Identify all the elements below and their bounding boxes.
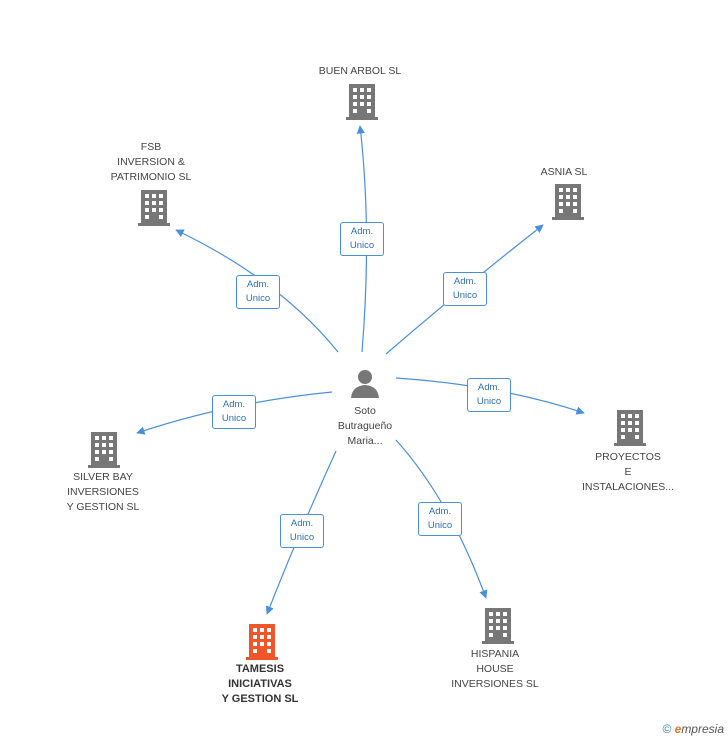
company-node-asnia[interactable]: [552, 184, 584, 225]
building-icon: [552, 184, 584, 220]
building-icon: [346, 84, 378, 120]
building-icon: [614, 410, 646, 446]
brand-credit: © empresia: [662, 722, 724, 736]
company-name-fsb[interactable]: FSB INVERSION & PATRIMONIO SL: [110, 141, 192, 183]
relation-badge-tamesis[interactable]: Adm. Unico: [280, 514, 324, 548]
company-node-tamesis[interactable]: [246, 624, 278, 665]
company-node-buen-arbol[interactable]: [346, 84, 378, 125]
company-name-buen-arbol[interactable]: BUEN ARBOL SL: [318, 65, 402, 77]
relation-badge-buen-arbol[interactable]: Adm. Unico: [340, 222, 384, 256]
company-name-asnia[interactable]: ASNIA SL: [540, 166, 588, 178]
relation-badge-asnia[interactable]: Adm. Unico: [443, 272, 487, 306]
relation-badge-hispania[interactable]: Adm. Unico: [418, 502, 462, 536]
relation-badge-silver-bay[interactable]: Adm. Unico: [212, 395, 256, 429]
building-icon: [88, 432, 120, 468]
company-node-proyectos[interactable]: [614, 410, 646, 451]
relation-badge-fsb[interactable]: Adm. Unico: [236, 275, 280, 309]
person-node[interactable]: [348, 368, 382, 400]
company-node-hispania[interactable]: [482, 608, 514, 649]
company-node-fsb[interactable]: [138, 190, 170, 231]
building-icon: [246, 624, 278, 660]
company-name-proyectos[interactable]: PROYECTOS E INSTALACIONES...: [582, 451, 674, 493]
company-name-hispania[interactable]: HISPANIA HOUSE INVERSIONES SL: [451, 648, 539, 690]
company-name-silver-bay[interactable]: SILVER BAY INVERSIONES Y GESTION SL: [66, 471, 140, 513]
relation-badge-proyectos[interactable]: Adm. Unico: [467, 378, 511, 412]
copyright-symbol: ©: [662, 722, 672, 736]
company-node-silver-bay[interactable]: [88, 432, 120, 473]
building-icon: [138, 190, 170, 226]
person-icon: [351, 370, 379, 398]
brand-logo-text: mpresia: [681, 722, 724, 736]
person-name[interactable]: Soto Butragueño Maria...: [337, 405, 393, 447]
company-name-tamesis[interactable]: TAMESIS INICIATIVAS Y GESTION SL: [221, 663, 299, 705]
building-icon: [482, 608, 514, 644]
brand-logo-e: e: [674, 722, 682, 736]
